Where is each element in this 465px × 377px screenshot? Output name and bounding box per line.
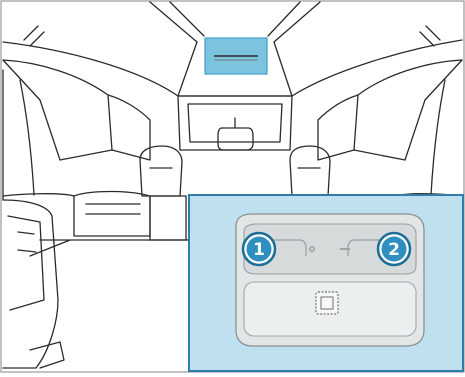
reading-light-button [316,292,338,314]
callout-1-label: 1 [253,240,265,260]
callout-2-label: 2 [388,240,400,260]
overhead-console-highlight [205,38,267,74]
callout-1: 1 [243,233,275,265]
inset-detail-panel: 1 2 [189,195,463,371]
callout-2: 2 [378,233,410,265]
